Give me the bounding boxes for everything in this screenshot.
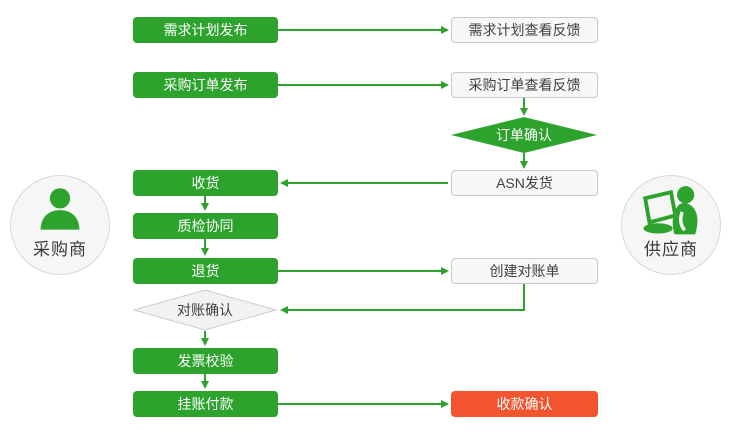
arrowhead-icon — [441, 400, 449, 408]
arrowhead-icon — [201, 381, 209, 389]
supplier-person-laptop-icon — [622, 184, 720, 242]
node-demand-plan-feedback: 需求计划查看反馈 — [451, 17, 598, 43]
node-label: 需求计划查看反馈 — [468, 22, 581, 38]
node-invoice-verify: 发票校验 — [133, 348, 278, 374]
node-receive-goods: 收货 — [133, 170, 278, 196]
node-label: 挂账付款 — [177, 396, 234, 412]
node-label: 收货 — [191, 175, 220, 191]
node-quality-collab: 质检协同 — [133, 213, 278, 239]
node-label: 订单确认 — [496, 127, 552, 143]
arrowhead-icon — [441, 26, 449, 34]
node-label: 收款确认 — [496, 396, 553, 412]
node-label: 质检协同 — [177, 218, 234, 234]
node-create-statement: 创建对账单 — [451, 258, 598, 284]
arrowhead-icon — [201, 248, 209, 256]
node-label: 发票校验 — [177, 353, 234, 369]
node-label: 退货 — [191, 263, 220, 279]
arrowhead-icon — [520, 161, 528, 169]
node-label: 采购订单发布 — [163, 77, 248, 93]
node-reconcile-confirm-decision: 对账确认 — [133, 289, 277, 331]
arrowhead-icon — [441, 81, 449, 89]
node-po-feedback: 采购订单查看反馈 — [451, 72, 598, 98]
arrowhead-icon — [201, 203, 209, 211]
node-label: 创建对账单 — [489, 263, 560, 279]
connector-statement-to-reconcile — [288, 284, 525, 311]
node-return-goods: 退货 — [133, 258, 278, 284]
arrowhead-icon — [280, 179, 288, 187]
node-po-publish: 采购订单发布 — [133, 72, 278, 98]
node-label: 需求计划发布 — [163, 22, 248, 38]
node-order-confirm-decision: 订单确认 — [451, 117, 597, 153]
node-label: 对账确认 — [177, 302, 233, 318]
node-receipt-confirm: 收款确认 — [451, 391, 598, 417]
node-demand-plan-publish: 需求计划发布 — [133, 17, 278, 43]
buyer-actor: 采购商 — [10, 175, 110, 275]
buyer-label: 采购商 — [33, 240, 87, 259]
arrowhead-icon — [280, 306, 288, 314]
supplier-actor: 供应商 — [621, 175, 721, 275]
arrowhead-icon — [520, 108, 528, 116]
supplier-label: 供应商 — [644, 240, 698, 259]
node-label: ASN发货 — [496, 175, 553, 191]
arrowhead-icon — [201, 338, 209, 346]
buyer-person-icon — [11, 184, 109, 242]
arrowhead-icon — [441, 267, 449, 275]
node-label: 采购订单查看反馈 — [468, 77, 581, 93]
node-book-payment: 挂账付款 — [133, 391, 278, 417]
node-asn-ship: ASN发货 — [451, 170, 598, 196]
